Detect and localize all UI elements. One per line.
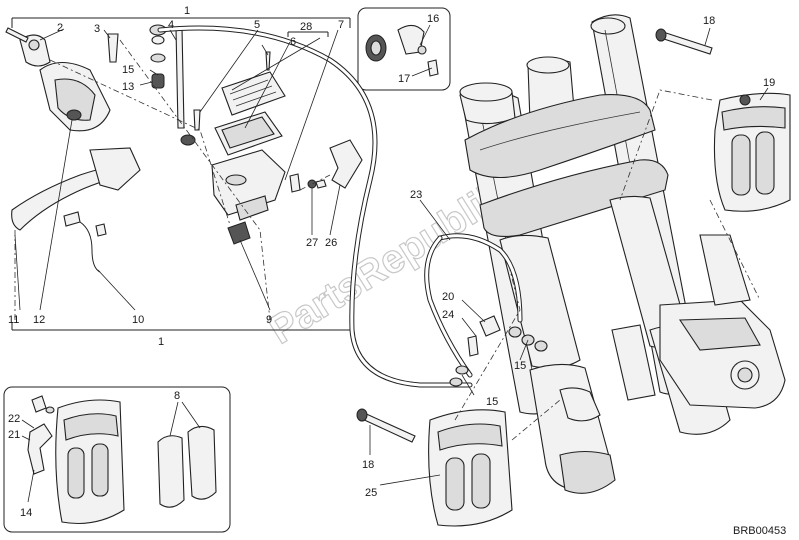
callout-25: 25 (365, 487, 377, 499)
callout-19: 19 (763, 77, 775, 89)
leader-lines (14, 24, 769, 486)
brake-hose-23 (424, 233, 523, 378)
callout-13: 13 (122, 81, 134, 93)
caliper-left (356, 408, 513, 527)
callout-1-bottom: 1 (158, 336, 164, 348)
callout-16: 16 (427, 13, 439, 25)
callout-18-a: 18 (703, 15, 715, 27)
callout-3: 3 (94, 23, 100, 35)
callout-18-b: 18 (362, 459, 374, 471)
construction-line (709, 199, 761, 301)
callout-24: 24 (442, 309, 454, 321)
callout-17: 17 (398, 73, 410, 85)
construction-line (511, 399, 561, 441)
caliper-right (713, 92, 791, 212)
callout-15-c: 15 (486, 396, 498, 408)
construction-line (299, 174, 331, 191)
callout-9: 9 (266, 314, 272, 326)
inset-box-bottom (3, 386, 231, 533)
construction-line (454, 269, 521, 421)
brake-light-switch (63, 211, 107, 273)
callout-6: 6 (290, 36, 296, 48)
brake-lever-assembly (5, 24, 167, 231)
callout-2: 2 (57, 22, 63, 34)
callout-26: 26 (325, 237, 337, 249)
callout-11: 11 (8, 314, 19, 326)
callout-7: 7 (338, 19, 344, 31)
callout-22: 22 (8, 413, 20, 425)
callout-20: 20 (442, 291, 454, 303)
callout-5: 5 (254, 19, 260, 31)
watermark-text: PartsRepublik (261, 172, 513, 352)
callout-15-b: 15 (514, 360, 526, 372)
callout-labels: 1 1 2 3 4 5 6 7 8 9 10 11 12 13 14 15 15… (8, 5, 775, 519)
callout-10: 10 (132, 314, 144, 326)
hose-clip-parts (289, 139, 363, 193)
callout-21: 21 (8, 429, 20, 441)
callout-1-top: 1 (184, 5, 190, 17)
callout-12: 12 (33, 314, 45, 326)
callout-15-a: 15 (122, 64, 134, 76)
callout-23: 23 (410, 189, 422, 201)
callout-28: 28 (300, 21, 312, 33)
caliper-bolt-top (655, 28, 713, 55)
construction-line (619, 89, 713, 201)
brake-fluid-reservoir (175, 27, 286, 245)
inset-box-top (357, 7, 451, 91)
right-fork-foot (611, 234, 786, 409)
callout-27: 27 (306, 237, 318, 249)
bracket-28 (287, 31, 329, 37)
callout-8: 8 (174, 390, 180, 402)
construction-line (119, 39, 271, 321)
diagram-reference-code: BRB00453 (733, 525, 786, 537)
assembly-bracket-top (11, 17, 351, 28)
callout-4: 4 (168, 19, 174, 31)
callout-14: 14 (20, 507, 32, 519)
brake-hose-main (157, 25, 473, 388)
